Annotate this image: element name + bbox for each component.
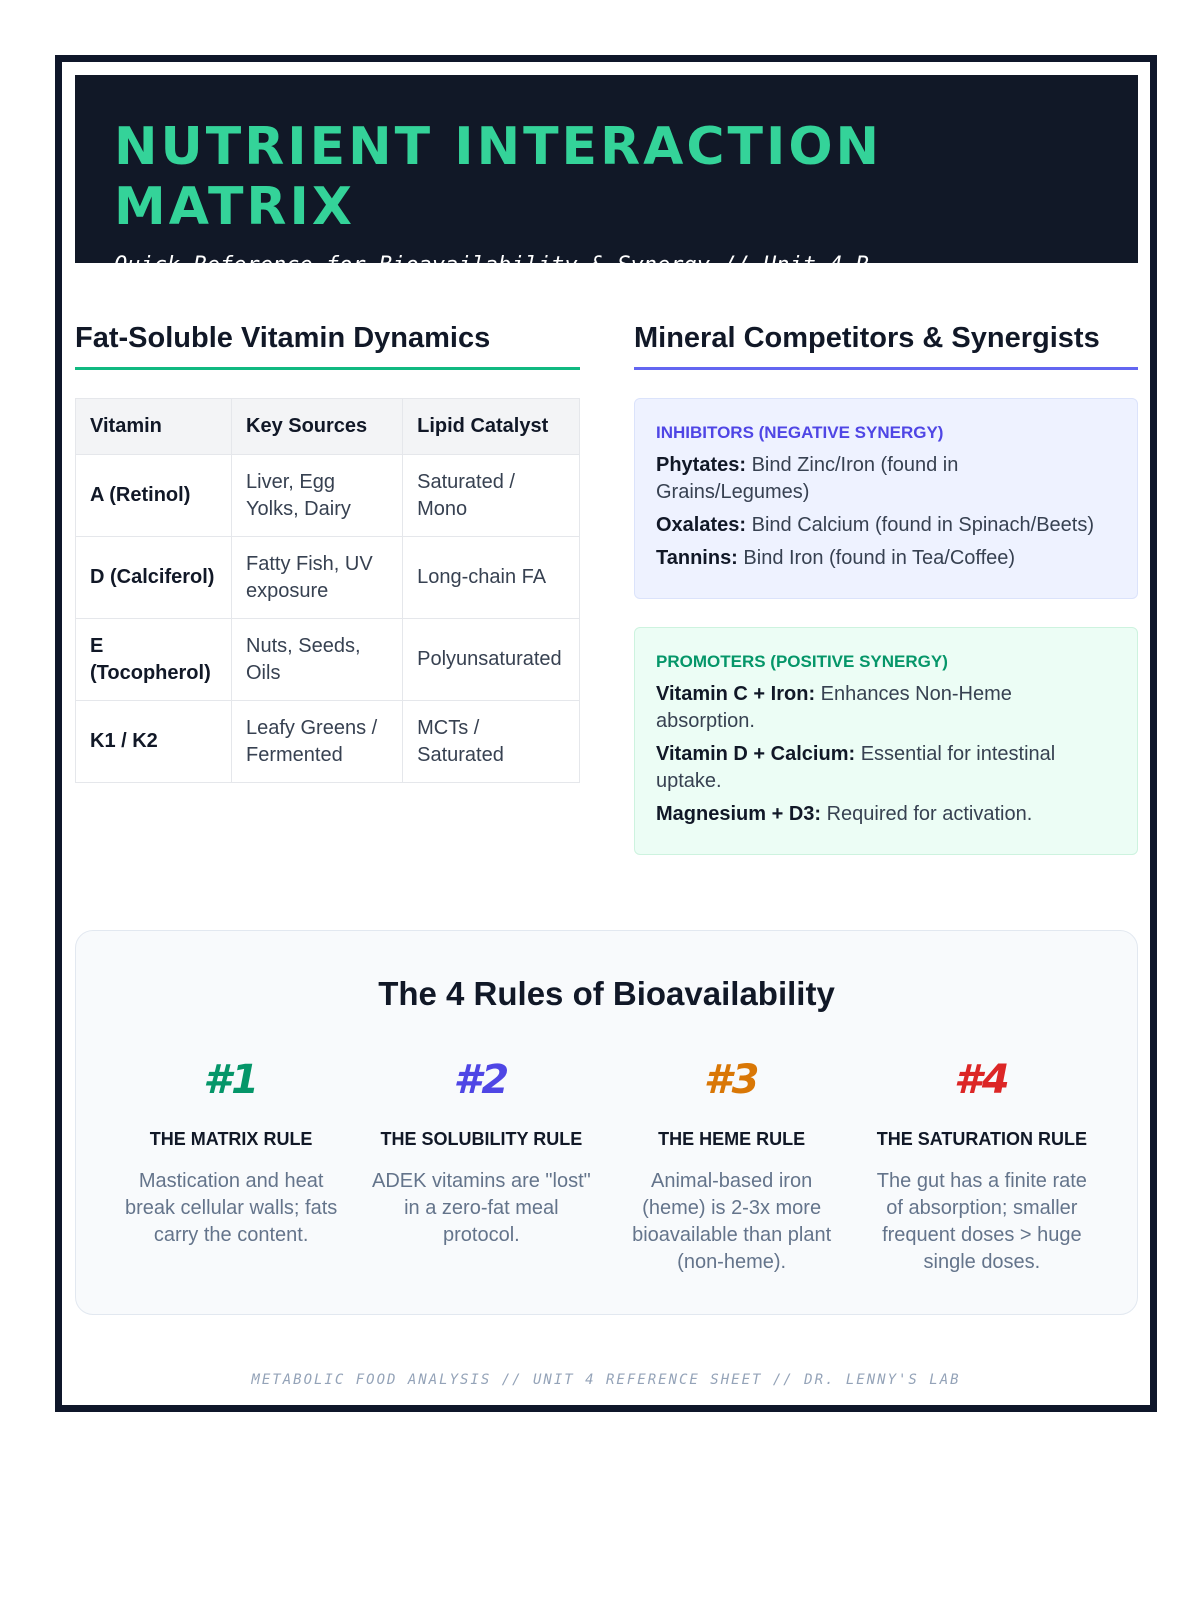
rule-title: THE SATURATION RULE bbox=[876, 1129, 1088, 1149]
rule-card: #2 THE SOLUBILITY RULE ADEK vitamins are… bbox=[366, 1057, 596, 1276]
table-cell: A (Retinol) bbox=[75, 454, 232, 537]
table-cell: E (Tocopherol) bbox=[75, 618, 232, 701]
table-cell: K1 / K2 bbox=[75, 700, 232, 783]
item-term: Oxalates: bbox=[656, 514, 747, 536]
item-text: Bind Zinc/Iron (found in Grains/Legumes) bbox=[656, 454, 959, 503]
item-text: Enhances Non-Heme absorption. bbox=[656, 683, 1012, 732]
box-label: PROMOTERS (POSITIVE SYNERGY) bbox=[656, 652, 948, 671]
item-text: Bind Calcium (found in Spinach/Beets) bbox=[746, 514, 1095, 536]
rule-description: Animal-based iron (heme) is 2-3x more bi… bbox=[632, 1170, 832, 1273]
inhibitors-box: INHIBITORS (NEGATIVE SYNERGY) Phytates: … bbox=[634, 398, 1138, 599]
list-item: Tannins: Bind Iron (found in Tea/Coffee) bbox=[656, 545, 1116, 572]
section-heading: Mineral Competitors & Synergists bbox=[634, 322, 1138, 370]
list-item: Vitamin D + Calcium: Essential for intes… bbox=[656, 741, 1116, 795]
rule-title: THE SOLUBILITY RULE bbox=[380, 1129, 583, 1149]
rule-number: #4 bbox=[954, 1057, 1010, 1103]
item-text: Required for activation. bbox=[821, 803, 1033, 825]
section-heading: Fat-Soluble Vitamin Dynamics bbox=[75, 322, 580, 370]
rule-number: #1 bbox=[203, 1057, 259, 1103]
page-subtitle: Quick-Reference for Bioavailability & Sy… bbox=[114, 253, 869, 278]
list-item: Magnesium + D3: Required for activation. bbox=[656, 801, 1116, 828]
rule-card: #1 THE MATRIX RULE Mastication and heat … bbox=[116, 1057, 346, 1276]
table-cell: Liver, Egg Yolks, Dairy bbox=[230, 454, 404, 537]
item-text: Bind Iron (found in Tea/Coffee) bbox=[737, 547, 1016, 569]
item-term: Vitamin D + Calcium: bbox=[656, 743, 856, 765]
rule-title: THE MATRIX RULE bbox=[149, 1129, 313, 1149]
rule-description: ADEK vitamins are "lost" in a zero-fat m… bbox=[372, 1170, 591, 1246]
rules-panel: The 4 Rules of Bioavailability #1 THE MA… bbox=[75, 930, 1138, 1315]
item-term: Tannins: bbox=[656, 547, 738, 569]
rule-description: The gut has a finite rate of absorption;… bbox=[876, 1170, 1087, 1273]
column-header: Lipid Catalyst bbox=[402, 398, 580, 455]
rule-number: #2 bbox=[453, 1057, 510, 1103]
item-term: Phytates: bbox=[656, 454, 747, 476]
header-banner: NUTRIENT INTERACTION MATRIX Quick-Refere… bbox=[75, 75, 1138, 278]
table-cell: Saturated / Mono bbox=[402, 454, 580, 537]
rules-heading: The 4 Rules of Bioavailability bbox=[378, 975, 835, 1012]
list-item: Vitamin C + Iron: Enhances Non-Heme abso… bbox=[656, 681, 1116, 735]
table-cell: Polyunsaturated bbox=[402, 618, 580, 701]
promoters-box: PROMOTERS (POSITIVE SYNERGY) Vitamin C +… bbox=[634, 627, 1138, 855]
rule-description: Mastication and heat break cellular wall… bbox=[124, 1170, 338, 1246]
item-term: Vitamin C + Iron: bbox=[656, 683, 816, 705]
footer-text: METABOLIC FOOD ANALYSIS // UNIT 4 REFERE… bbox=[251, 1372, 961, 1388]
rule-number: #3 bbox=[703, 1057, 760, 1103]
vitamin-section: Fat-Soluble Vitamin Dynamics Vitamin Key… bbox=[75, 322, 580, 783]
mineral-section: Mineral Competitors & Synergists INHIBIT… bbox=[634, 322, 1138, 855]
table-cell: MCTs / Saturated bbox=[402, 700, 580, 783]
column-header: Key Sources bbox=[230, 398, 404, 455]
table-cell: Long-chain FA bbox=[402, 536, 580, 619]
table-cell: Nuts, Seeds, Oils bbox=[230, 618, 404, 701]
list-item: Phytates: Bind Zinc/Iron (found in Grain… bbox=[656, 452, 1116, 506]
list-item: Oxalates: Bind Calcium (found in Spinach… bbox=[656, 512, 1116, 539]
table-cell: D (Calciferol) bbox=[75, 536, 232, 619]
rule-card: #3 THE HEME RULE Animal-based iron (heme… bbox=[617, 1057, 847, 1276]
page-title: NUTRIENT INTERACTION MATRIX bbox=[114, 117, 883, 237]
vitamin-table: Vitamin Key Sources Lipid Catalyst A (Re… bbox=[75, 398, 580, 783]
table-cell: Leafy Greens / Fermented bbox=[230, 700, 404, 783]
column-header: Vitamin bbox=[75, 398, 232, 455]
rule-card: #4 THE SATURATION RULE The gut has a fin… bbox=[867, 1057, 1097, 1276]
reference-sheet: NUTRIENT INTERACTION MATRIX Quick-Refere… bbox=[55, 55, 1157, 1412]
item-term: Magnesium + D3: bbox=[656, 803, 822, 825]
box-label: INHIBITORS (NEGATIVE SYNERGY) bbox=[656, 423, 944, 442]
item-text: Essential for intestinal uptake. bbox=[656, 743, 1056, 792]
table-cell: Fatty Fish, UV exposure bbox=[230, 536, 404, 619]
rule-title: THE HEME RULE bbox=[658, 1129, 806, 1149]
